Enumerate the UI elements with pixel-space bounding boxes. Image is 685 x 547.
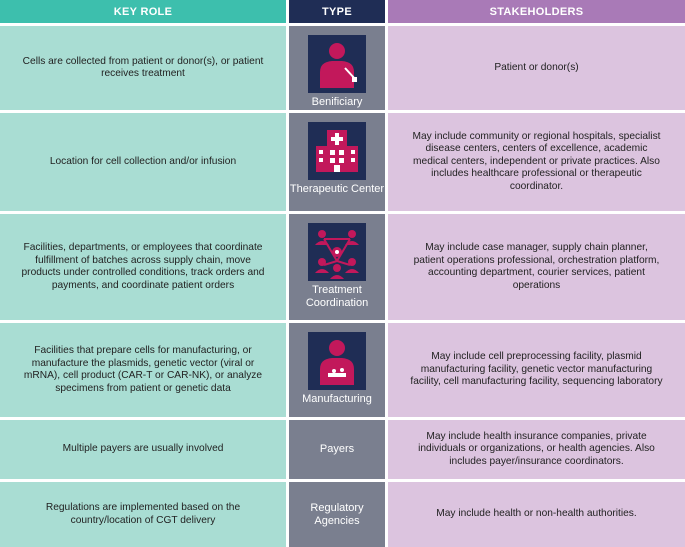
type-label-beneficiary: Benificiary	[311, 96, 363, 108]
header-key-role: KEY ROLE	[0, 0, 286, 23]
technician-icon	[308, 332, 366, 390]
network-icon	[308, 223, 366, 281]
type-label-regulatory-agencies: Regulatory Agencies	[310, 502, 364, 527]
type-cell-regulatory-agencies: Regulatory Agencies	[289, 482, 385, 547]
person-icon	[308, 35, 366, 93]
type-cell-payers: Payers	[289, 420, 385, 479]
type-cell-manufacturing: Manufacturing	[289, 323, 385, 417]
hospital-icon	[308, 122, 366, 180]
role-cell-therapeutic-center: Location for cell collection and/or infu…	[0, 113, 286, 211]
header-type: TYPE	[289, 0, 385, 23]
type-cell-therapeutic-center: Therapeutic Center	[289, 113, 385, 211]
role-cell-manufacturing: Facilities that prepare cells for manufa…	[0, 323, 286, 417]
stakeholder-cell-treatment-coordination: May include case manager, supply chain p…	[388, 214, 685, 320]
type-cell-treatment-coordination: Treatment Coordination	[289, 214, 385, 320]
stakeholder-cell-therapeutic-center: May include community or regional hospit…	[388, 113, 685, 211]
stakeholder-cell-beneficiary: Patient or donor(s)	[388, 26, 685, 110]
role-cell-payers: Multiple payers are usually involved	[0, 420, 286, 479]
stakeholder-cell-regulatory-agencies: May include health or non-health authori…	[388, 482, 685, 547]
type-label-therapeutic-center: Therapeutic Center	[289, 183, 385, 195]
stakeholder-cell-payers: May include health insurance companies, …	[388, 420, 685, 479]
type-label-treatment-coordination: Treatment Coordination	[305, 284, 369, 309]
type-label-manufacturing: Manufacturing	[302, 393, 372, 405]
type-cell-beneficiary: Benificiary	[289, 26, 385, 110]
type-label-payers: Payers	[319, 443, 355, 456]
role-cell-regulatory-agencies: Regulations are implemented based on the…	[0, 482, 286, 547]
stakeholder-cell-manufacturing: May include cell preprocessing facility,…	[388, 323, 685, 417]
header-stakeholders: STAKEHOLDERS	[388, 0, 685, 23]
role-cell-beneficiary: Cells are collected from patient or dono…	[0, 26, 286, 110]
role-cell-treatment-coordination: Facilities, departments, or employees th…	[0, 214, 286, 320]
